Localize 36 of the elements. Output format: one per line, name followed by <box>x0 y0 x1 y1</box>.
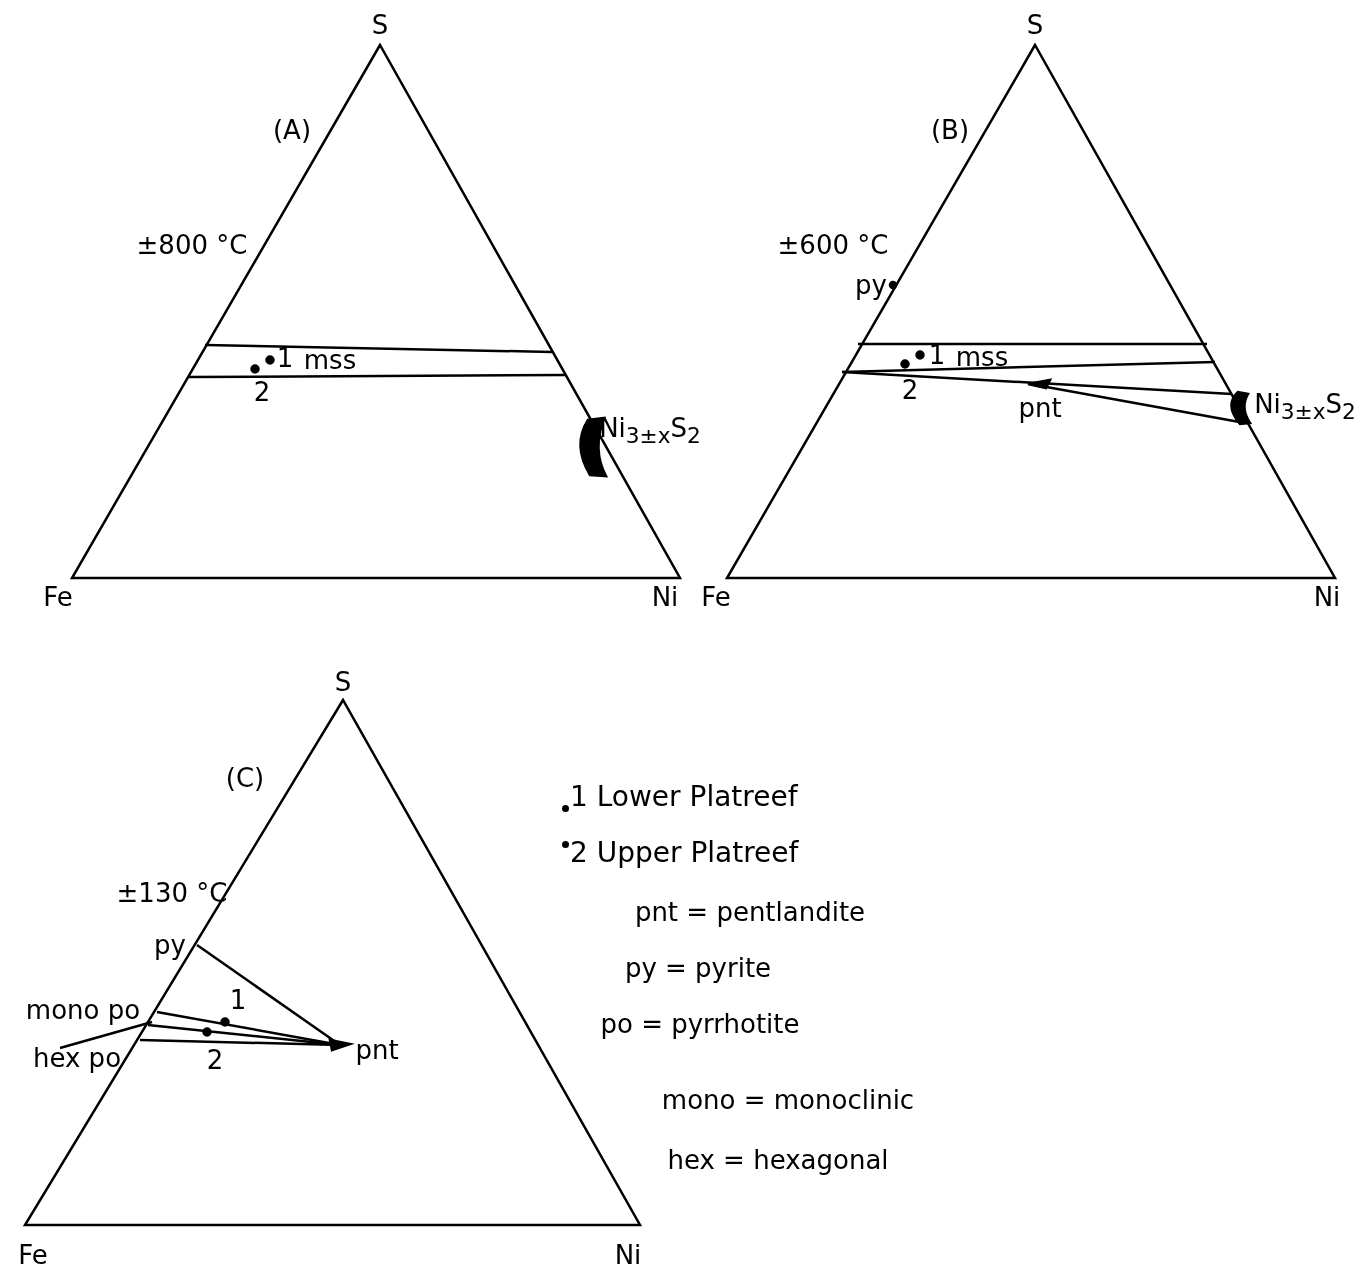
phase-label: mss <box>303 345 357 375</box>
sample-number: 1 <box>229 985 247 1015</box>
abbreviation-note: mono = monoclinic <box>661 1085 915 1115</box>
phase-label: pnt <box>1018 393 1062 423</box>
abbreviation-note: pnt = pentlandite <box>634 897 866 927</box>
sample-number: 2 <box>206 1045 224 1075</box>
vertex-label: Fe <box>701 582 731 612</box>
phase-label: py <box>855 270 887 300</box>
phase-label: py <box>154 930 186 960</box>
legend-label: 2 Upper Platreef <box>570 837 799 869</box>
vertex-label: S <box>1026 10 1044 40</box>
vertex-label: Ni <box>1313 582 1341 612</box>
panel-label: (A) <box>272 115 312 145</box>
abbreviation-note: hex = hexagonal <box>667 1145 889 1175</box>
temperature-label: ±600 °C <box>777 230 889 260</box>
abbreviation-note: po = pyrrhotite <box>600 1009 800 1039</box>
vertex-label: Fe <box>43 582 73 612</box>
sample-number: 2 <box>901 375 919 405</box>
temperature-label: ±130 °C <box>116 878 228 908</box>
vertex-label: Fe <box>18 1240 48 1270</box>
phase-label: mono po <box>25 995 141 1025</box>
vertex-label: S <box>334 667 352 697</box>
phase-label: mss <box>955 342 1009 372</box>
vertex-label: Ni <box>651 582 679 612</box>
vertex-label: Ni <box>614 1240 642 1270</box>
panel-label: (B) <box>930 115 970 145</box>
panel-label: (C) <box>225 763 265 793</box>
phase-label: Ni$_{3±x}$S$_{2}$ <box>1254 388 1356 427</box>
phase-label: hex po <box>32 1043 122 1073</box>
phase-label: pnt <box>355 1035 399 1065</box>
sample-number: 1 <box>276 343 294 373</box>
sample-number: 2 <box>253 377 271 407</box>
legend-label: 1 Lower Platreef <box>570 781 798 813</box>
abbreviation-note: py = pyrite <box>624 953 772 983</box>
vertex-label: S <box>371 10 389 40</box>
temperature-label: ±800 °C <box>136 230 248 260</box>
